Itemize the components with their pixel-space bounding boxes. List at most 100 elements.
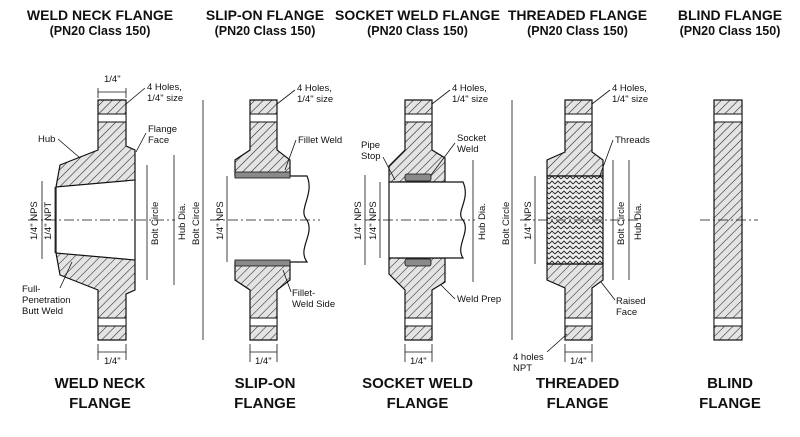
blind-bolt-hole-bottom xyxy=(713,317,743,327)
weld-neck-flange-face-1: Flange xyxy=(148,124,177,135)
socket-weld-subtitle: (PN20 Class 150) xyxy=(367,24,468,38)
socket-weld-bolt-hole-top xyxy=(404,113,433,123)
weld-neck-weld-1: Full- xyxy=(22,284,40,295)
slip-on-footer: SLIP-ON FLANGE xyxy=(185,374,345,414)
threaded-holes-size: 1/4" size xyxy=(612,94,648,105)
socket-weld-weld-prep: Weld Prep xyxy=(457,294,501,305)
threaded-holes-npt-1: 4 holes xyxy=(513,352,544,363)
socket-weld-footer: SOCKET WELD FLANGE xyxy=(335,374,500,414)
slip-on-fillet-bottom xyxy=(234,259,291,267)
threaded-lower-section xyxy=(546,263,604,341)
weld-neck-npt-label: 1/4" NPT xyxy=(43,202,54,240)
threaded-threads-label: Threads xyxy=(615,135,650,146)
slip-on-fillet-top xyxy=(234,171,291,179)
socket-weld-title: SOCKET WELD FLANGE xyxy=(335,7,500,23)
blind-column: BLIND FLANGE (PN20 Class 150) BLIND FLAN… xyxy=(660,0,800,437)
socket-weld-bolt-hole-bottom xyxy=(404,317,433,327)
socket-weld-sw-1: Socket xyxy=(457,133,486,144)
weld-neck-footer-line1: WELD NECK xyxy=(54,375,146,392)
threaded-bolt-hole-bottom xyxy=(564,317,593,327)
slip-on-footer-line1: SLIP-ON xyxy=(234,375,296,392)
blind-title: BLIND FLANGE xyxy=(677,7,783,23)
slip-on-lower-section xyxy=(234,261,291,341)
threaded-holes-npt-2: NPT xyxy=(513,363,532,374)
weld-neck-bolt-circle-label: Bolt Circle xyxy=(150,202,161,245)
slip-on-upper-section xyxy=(234,99,291,177)
weld-neck-flange-face-2: Face xyxy=(148,135,169,146)
slip-on-column: SLIP-ON FLANGE (PN20 Class 150) 1/4" 4 H… xyxy=(185,0,345,437)
slip-on-heading: SLIP-ON FLANGE (PN20 Class 150) xyxy=(185,0,345,39)
threaded-bolt-circle-label: Bolt Circle xyxy=(616,202,627,245)
weld-neck-hub-dia-label: Hub Dia. xyxy=(177,203,188,240)
threaded-subtitle: (PN20 Class 150) xyxy=(527,24,628,38)
socket-weld-nps-label: 1/4" NPS xyxy=(353,201,364,240)
weld-neck-top-dim: 1/4" xyxy=(104,74,121,85)
socket-weld-heading: SOCKET WELD FLANGE (PN20 Class 150) xyxy=(335,0,500,39)
socket-weld-upper-section xyxy=(388,99,446,183)
socket-weld-footer-line2: FLANGE xyxy=(386,395,449,412)
threaded-nps-label: 1/4" NPS xyxy=(523,201,534,240)
slip-on-pipe xyxy=(235,175,310,263)
threaded-heading: THREADED FLANGE (PN20 Class 150) xyxy=(495,0,660,39)
threaded-column: THREADED FLANGE (PN20 Class 150) 4 Holes… xyxy=(495,0,660,437)
weld-neck-column: WELD NECK FLANGE (PN20 Class 150) xyxy=(0,0,200,437)
blind-bolt-hole-top xyxy=(713,113,743,123)
slip-on-footer-line2: FLANGE xyxy=(234,395,296,412)
weld-neck-holes-size: 1/4" size xyxy=(147,93,183,104)
slip-on-nps-label: 1/4" NPS xyxy=(215,201,226,240)
weld-neck-drawing: 1/4" 1/4" 4 Holes, 1/4" size Hub Flange … xyxy=(22,74,188,367)
threaded-footer: THREADED FLANGE xyxy=(495,374,660,414)
socket-weld-bottom-dim: 1/4" xyxy=(410,356,427,367)
slip-on-bolt-circle-label: Bolt Circle xyxy=(191,202,202,245)
slip-on-fillet-label: Fillet Weld xyxy=(298,135,342,146)
weld-neck-title: WELD NECK FLANGE xyxy=(26,7,174,23)
threaded-raised-1: Raised xyxy=(616,296,646,307)
weld-neck-hub-label: Hub xyxy=(38,134,55,145)
weld-neck-bolt-hole-bottom xyxy=(97,317,127,327)
socket-weld-npt-label: 1/4" NPS xyxy=(368,201,379,240)
weld-neck-bottom-dim: 1/4" xyxy=(104,356,121,367)
socket-weld-column: SOCKET WELD FLANGE (PN20 Class 150) 1/4"… xyxy=(335,0,501,437)
slip-on-subtitle: (PN20 Class 150) xyxy=(214,24,316,38)
threaded-hub-dia-label: Hub Dia. xyxy=(633,203,644,240)
slip-on-bottom-dim: 1/4" xyxy=(255,356,272,367)
weld-neck-subtitle: (PN20 Class 150) xyxy=(49,24,151,38)
socket-weld-ring-bottom xyxy=(404,258,432,267)
slip-on-drawing: 1/4" 4 Holes, 1/4" size Fillet Weld 1/4"… xyxy=(191,83,342,367)
socket-weld-holes-size: 1/4" size xyxy=(452,94,488,105)
blind-footer-line2: FLANGE xyxy=(699,395,761,412)
socket-weld-lower-section xyxy=(388,257,446,341)
slip-on-fillet-side-2: Weld Side xyxy=(292,299,335,310)
weld-neck-holes-label: 4 Holes, xyxy=(147,82,182,93)
weld-neck-bolt-hole-top xyxy=(97,113,127,123)
weld-neck-upper-section xyxy=(55,99,136,188)
slip-on-holes-label: 4 Holes, xyxy=(297,83,332,94)
socket-weld-pipe-stop-2: Stop xyxy=(361,151,381,162)
slip-on-bolt-hole-top xyxy=(249,113,278,123)
slip-on-title: SLIP-ON FLANGE xyxy=(205,7,325,23)
blind-heading: BLIND FLANGE (PN20 Class 150) xyxy=(660,0,800,39)
weld-neck-weld-3: Butt Weld xyxy=(22,306,63,317)
threaded-bolt-hole-top xyxy=(564,113,593,123)
slip-on-fillet-side-1: Fillet- xyxy=(292,288,315,299)
threaded-bolt-circle-left: Bolt Circle xyxy=(501,202,512,245)
threaded-footer-line1: THREADED xyxy=(535,375,620,392)
threaded-raised-2: Face xyxy=(616,307,637,318)
threaded-bottom-dim: 1/4" xyxy=(570,356,587,367)
threaded-drawing: 4 Holes, 1/4" size Threads 1/4" NPS Bolt… xyxy=(501,83,650,374)
threaded-footer-line2: FLANGE xyxy=(546,395,609,412)
socket-weld-sw-2: Weld xyxy=(457,144,478,155)
slip-on-bolt-hole-bottom xyxy=(249,317,278,327)
socket-weld-footer-line1: SOCKET WELD xyxy=(362,375,473,392)
socket-weld-holes-label: 4 Holes, xyxy=(452,83,487,94)
weld-neck-weld-2: Penetration xyxy=(22,295,71,306)
slip-on-holes-size: 1/4" size xyxy=(297,94,333,105)
socket-weld-drawing: 1/4" 4 Holes, 1/4" size Pipe Stop Socket… xyxy=(353,83,501,367)
socket-weld-ring-top xyxy=(404,173,432,182)
blind-footer-line1: BLIND xyxy=(707,375,753,392)
blind-footer: BLIND FLANGE xyxy=(660,374,800,414)
blind-drawing xyxy=(700,99,758,341)
socket-weld-hub-dia-label: Hub Dia. xyxy=(477,203,488,240)
threaded-title: THREADED FLANGE xyxy=(507,7,648,23)
socket-weld-pipe-stop-1: Pipe xyxy=(361,140,380,151)
